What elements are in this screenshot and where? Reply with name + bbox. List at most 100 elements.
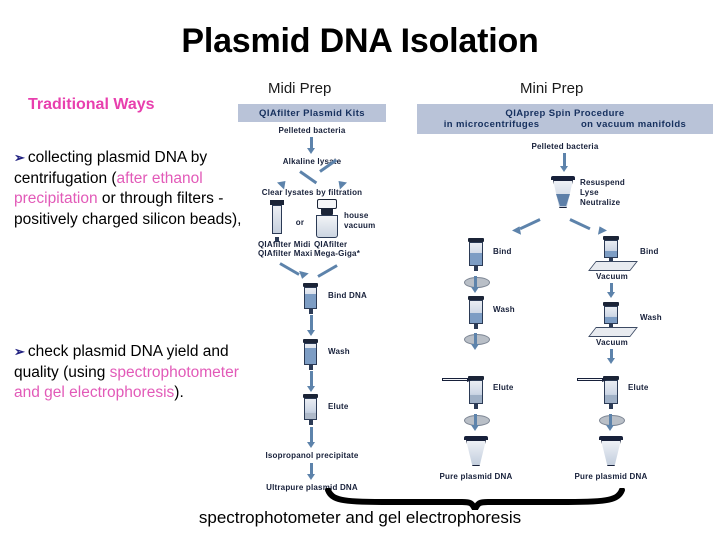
midi-arrow-3-line (310, 371, 313, 387)
mini-arrow-1-head (560, 166, 568, 172)
bullet-2-segment-3: ). (174, 384, 184, 401)
bullet-item-2: ➢check plasmid DNA yield and quality (us… (14, 342, 246, 404)
mini-vacuum-label-bind: Bind (640, 247, 659, 256)
mini-vacuum-manifold-icon-2 (588, 327, 638, 337)
mini-vacuum-arrow-2-head (607, 358, 615, 364)
mini-vacuum-output-tube-icon (599, 436, 623, 466)
midi-label-house-vacuum-line1: house (344, 211, 369, 220)
mini-centrifuge-label-wash: Wash (493, 305, 515, 314)
mini-vacuum-pipette-icon (577, 378, 607, 382)
midi-label-isopropanol: Isopropanol precipitate (265, 451, 359, 460)
mini-centrifuge-elute-column-icon (468, 376, 484, 409)
midi-qiafilter-cartridge-icon (270, 200, 284, 234)
bullet-2-segment-1: check plasmid DNA yield and quality (usi… (14, 343, 229, 381)
midi-label-qiafilter-midi: QIAfilter Midi (258, 240, 311, 249)
midi-arrow-2-head (307, 330, 315, 336)
midi-vacuum-bottle-icon (316, 199, 338, 238)
mini-vacuum-arrow-3-head (606, 425, 614, 431)
mini-banner-subtitle-left: in microcentrifuges (443, 119, 540, 130)
midi-label-bind-dna: Bind DNA (328, 291, 367, 300)
mini-vacuum-elute-column-icon (603, 376, 619, 409)
bullet-1-segment-3: or through filters - positively charged … (14, 190, 242, 228)
midi-arrow-4-head (307, 442, 315, 448)
midi-cartridge-tip-icon (272, 232, 282, 242)
mini-label-pelleted-bacteria: Pelleted bacteria (531, 142, 599, 151)
mini-vacuum-wash-column-icon (603, 302, 619, 329)
bottom-caption: spectrophotometer and gel electrophoresi… (198, 508, 522, 527)
mini-centrifuge-label-bind: Bind (493, 247, 512, 256)
midi-arrow-3-head (307, 386, 315, 392)
midi-label-qiafilter-mega-line1: QIAfilter (314, 240, 348, 249)
mini-arrow-1-line (563, 153, 566, 167)
bullet-arrow-icon: ➢ (14, 150, 25, 165)
mini-vacuum-label-wash: Wash (640, 313, 662, 322)
mini-label-neutralize: Neutralize (580, 198, 621, 207)
mini-banner: QIAprep Spin Procedure in microcentrifug… (417, 104, 713, 134)
midi-wash-column-icon (303, 339, 318, 370)
mini-centrifuge-pipette-icon (442, 378, 472, 382)
midi-arrow-2-line (310, 315, 313, 331)
midi-arrow-1-head (307, 148, 315, 154)
mini-vacuum-bind-column-icon (603, 236, 619, 263)
column-caption-mini: Mini Prep (520, 80, 584, 97)
midi-merge-head (297, 270, 309, 281)
mini-vacuum-arrow-1 (610, 283, 613, 293)
bullet-item-1: ➢collecting plasmid DNA by centrifugatio… (14, 148, 246, 230)
mini-split-right-line (569, 218, 591, 231)
mini-vacuum-arrow-2 (610, 349, 613, 359)
mini-vacuum-label-elute: Elute (628, 383, 649, 392)
mini-centrifuge-wash-column-icon (468, 296, 484, 329)
mini-split-right-head (594, 224, 608, 235)
midi-label-wash: Wash (328, 347, 350, 356)
bullet-2-segment-2-highlight: spectrophotometer and gel electrophoresi… (14, 363, 239, 402)
midi-merge-left-line (279, 262, 300, 276)
midi-label-qiafilter-mega-line2: Mega-Giga* (314, 249, 361, 258)
midi-fork-left-line (299, 170, 318, 185)
mini-centrifuge-label-output: Pure plasmid DNA (439, 472, 513, 481)
mini-vacuum-label-vacuum-1: Vacuum (596, 272, 628, 281)
mini-vacuum-label-output: Pure plasmid DNA (574, 472, 648, 481)
mini-centrifuge-bind-column-icon (468, 238, 484, 271)
mini-vacuum-arrow-3 (609, 414, 612, 426)
midi-label-clear-lysates: Clear lysates by filtration (261, 188, 363, 197)
mini-centrifuge-label-elute: Elute (493, 383, 514, 392)
midi-label-pelleted-bacteria: Pelleted bacteria (278, 126, 346, 135)
mini-label-lyse: Lyse (580, 188, 599, 197)
midi-arrow-1-line (310, 137, 313, 149)
summary-brace-icon (322, 488, 628, 510)
page-title: Plasmid DNA Isolation (181, 22, 539, 60)
mini-vacuum-manifold-icon-1 (588, 261, 638, 271)
mini-banner-title: QIAprep Spin Procedure (505, 108, 625, 119)
midi-banner: QIAfilter Plasmid Kits (238, 104, 386, 122)
midi-label-or: or (295, 218, 305, 227)
mini-centrifuge-arrow-2 (474, 333, 477, 345)
mini-centrifuge-arrow-2-head (471, 344, 479, 350)
mini-vacuum-arrow-1-head (607, 292, 615, 298)
midi-arrow-4-line (310, 427, 313, 443)
bullet-1-segment-2-highlight: after ethanol precipitation (14, 169, 203, 208)
mini-label-resuspend: Resuspend (580, 178, 625, 187)
midi-label-qiafilter-maxi: QIAfilter Maxi (258, 249, 313, 258)
mini-centrifuge-arrow-3-head (471, 425, 479, 431)
midi-elute-column-icon (303, 394, 318, 425)
mini-banner-subtitle-right: on vacuum manifolds (580, 119, 687, 130)
mini-centrifuge-arrow-1-head (471, 287, 479, 293)
mini-vacuum-label-vacuum-2: Vacuum (596, 338, 628, 347)
bullet-1-segment-1: collecting plasmid DNA by centrifugation… (14, 149, 208, 187)
midi-arrow-5-line (310, 463, 313, 475)
mini-lysis-tube-icon (551, 176, 575, 208)
mini-centrifuge-output-tube-icon (464, 436, 488, 466)
midi-arrow-5-head (307, 474, 315, 480)
midi-merge-right-line (317, 264, 338, 278)
traditional-ways-heading: Traditional Ways (28, 96, 155, 113)
midi-bind-column-icon (303, 283, 318, 314)
column-caption-midi: Midi Prep (268, 80, 332, 97)
midi-label-alkaline-lysate: Alkaline lysate (282, 157, 342, 166)
midi-label-house-vacuum-line2: vacuum (344, 221, 376, 230)
mini-centrifuge-arrow-1 (474, 276, 477, 288)
midi-label-output: Ultrapure plasmid DNA (266, 483, 358, 492)
midi-banner-text: QIAfilter Plasmid Kits (259, 107, 365, 119)
midi-label-elute: Elute (328, 402, 349, 411)
bullet-arrow-icon: ➢ (14, 344, 25, 359)
